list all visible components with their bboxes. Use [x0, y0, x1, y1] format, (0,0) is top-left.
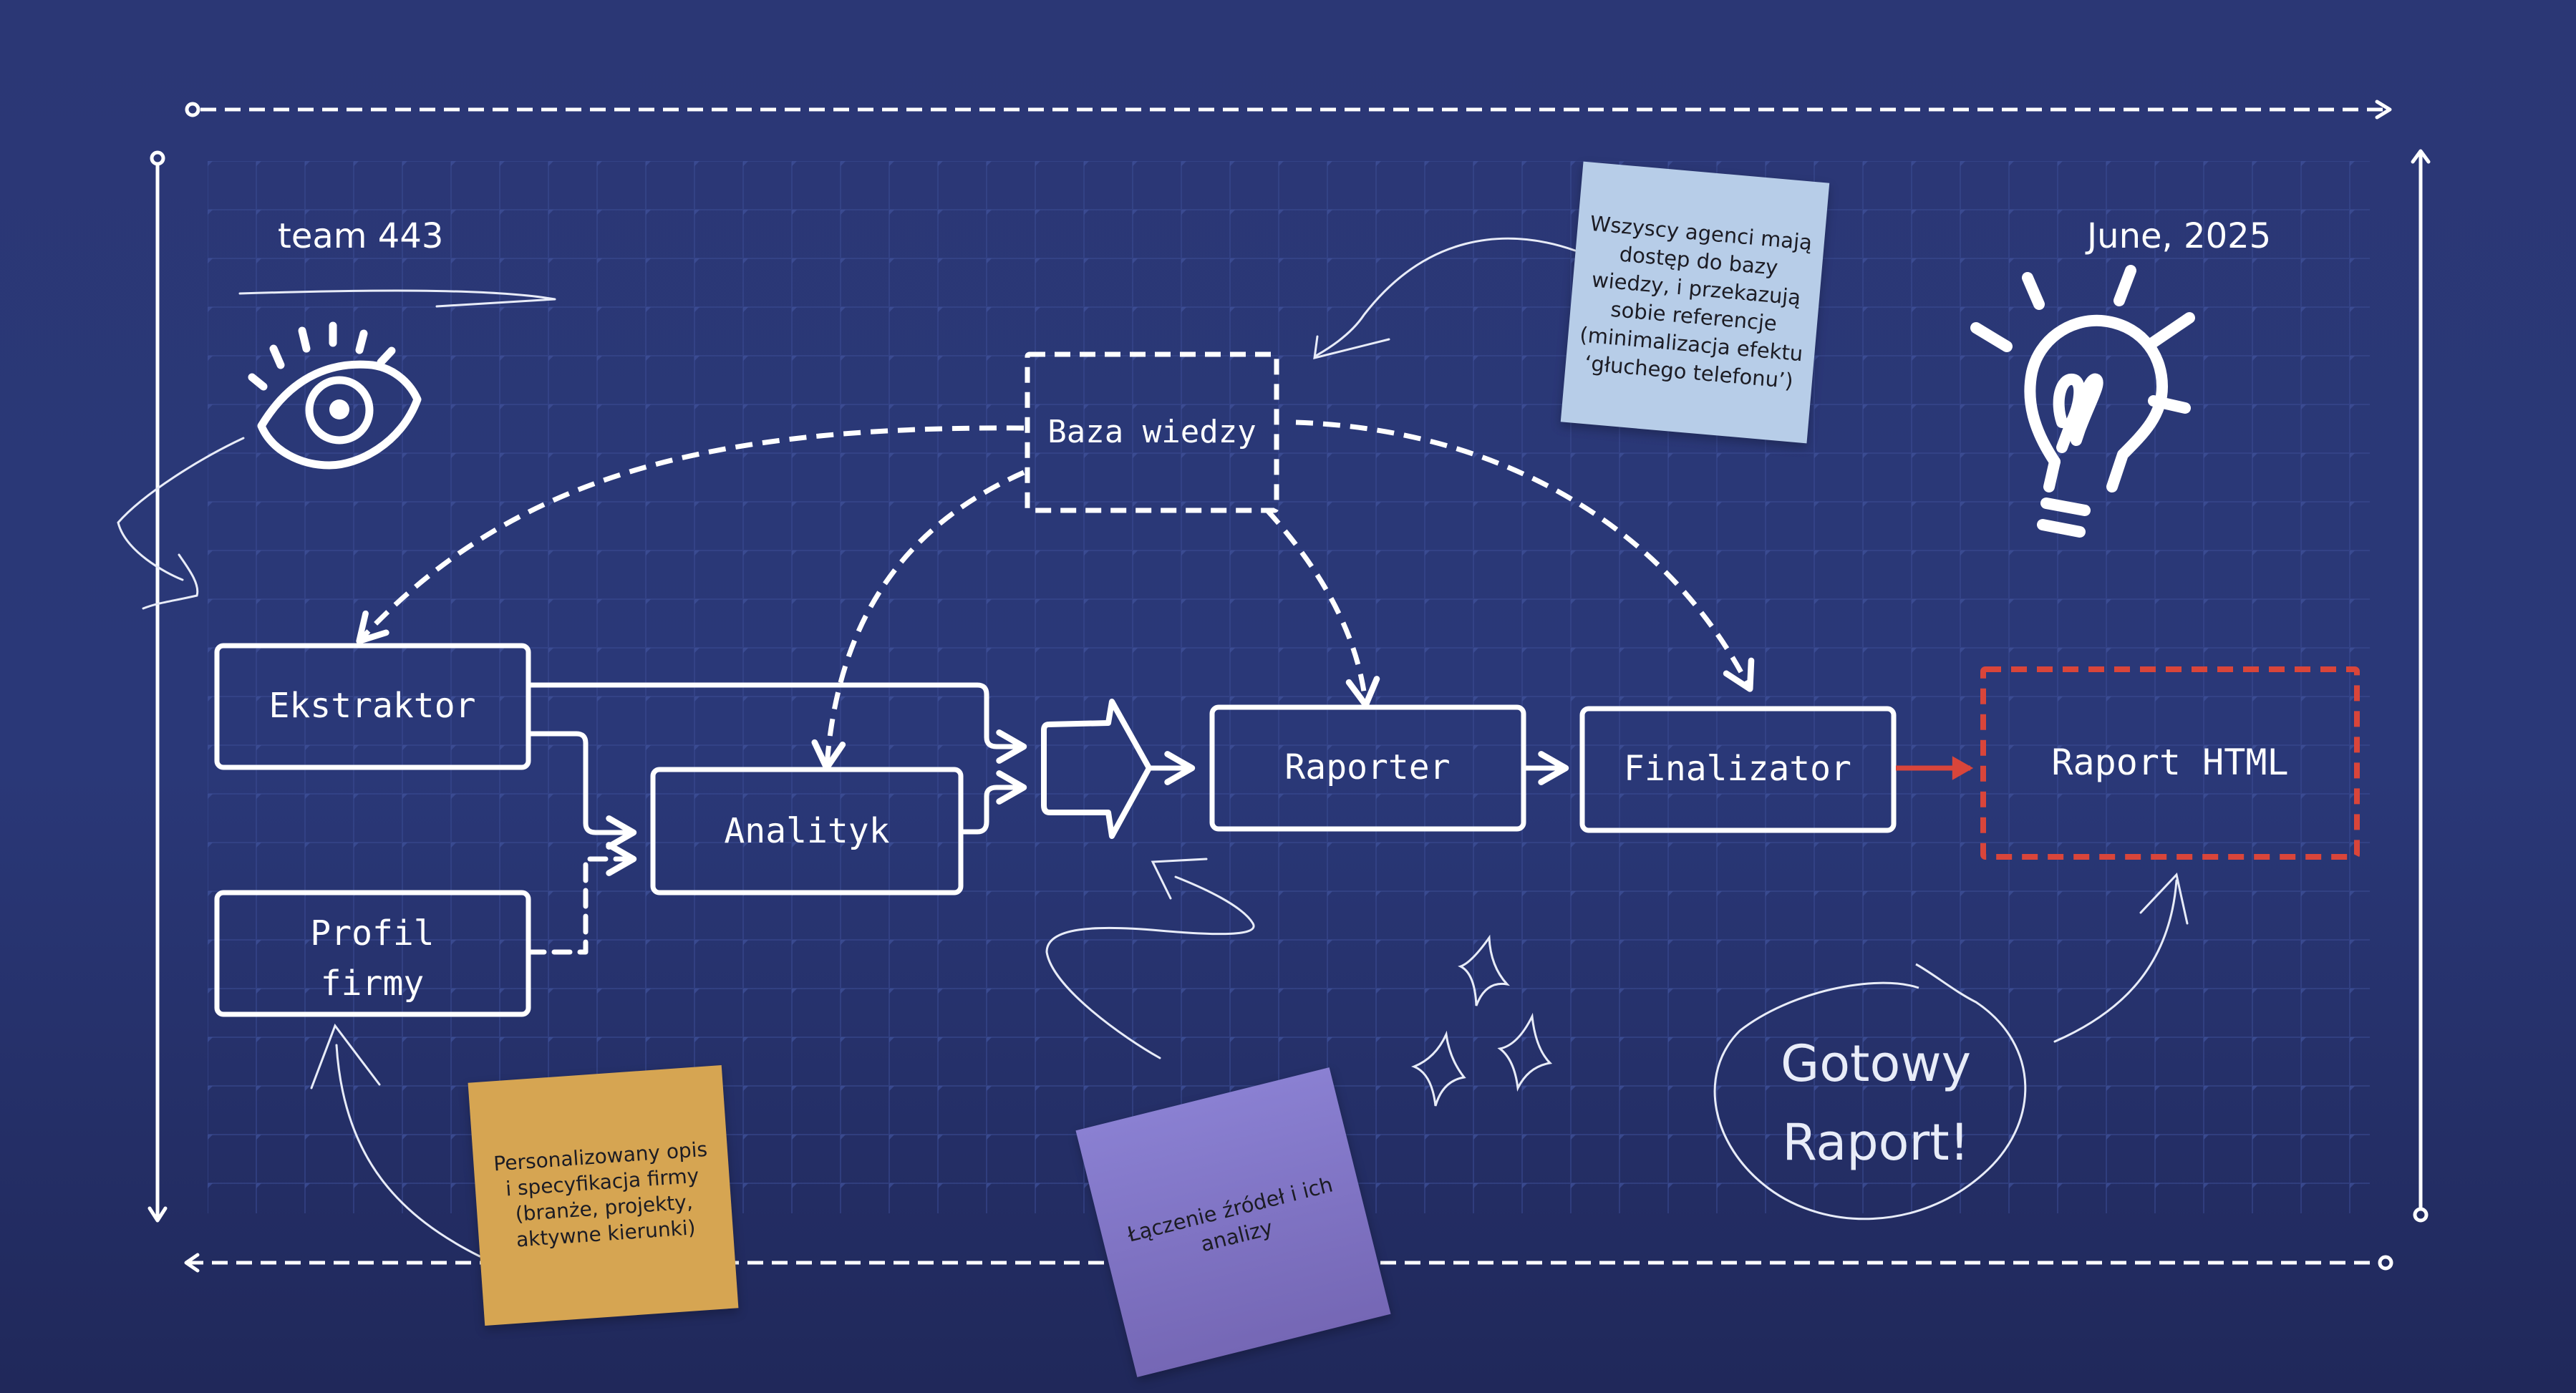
extractor-label: Ekstraktor	[269, 686, 476, 726]
team-label: team 443	[278, 216, 443, 256]
knowledge-base-sticky-note: Wszyscy agenci mają dostęp do bazy wiedz…	[1560, 161, 1830, 444]
knowledge-base-note-text: Wszyscy agenci mają dostęp do bazy wiedz…	[1579, 210, 1814, 393]
kb-to-reporter-connector	[1265, 508, 1380, 709]
company-profile-sticky-note: Personalizowany opis i specyfikacja firm…	[468, 1065, 739, 1326]
sparkles-icon	[1410, 934, 1553, 1107]
extractor-node[interactable]: Ekstraktor	[214, 643, 531, 770]
callout-line2: Raport!	[1782, 1113, 1970, 1172]
kb-to-extractor-connector	[356, 425, 1025, 644]
extractor-to-merge-connector	[526, 682, 1027, 764]
eye-sketch-arrow	[117, 437, 245, 610]
reporter-label: Raporter	[1284, 747, 1450, 787]
callout-ellipse	[1713, 963, 2027, 1220]
callout-line1: Gotowy	[1781, 1034, 1971, 1093]
extractor-to-analyst-connector	[526, 731, 637, 850]
reporter-node[interactable]: Raporter	[1209, 704, 1526, 832]
profile-note-text: Personalizowany opis i specyfikacja firm…	[493, 1137, 709, 1252]
frame-left-dimension-line	[147, 150, 168, 1223]
html-report-node[interactable]: Raport HTML	[1980, 666, 2360, 860]
frame-right-dimension-line	[2411, 149, 2431, 1223]
analyst-to-merge-connector	[958, 770, 1027, 835]
html-report-label: Raport HTML	[2051, 742, 2288, 783]
note-sketch-arrow	[1313, 237, 1577, 359]
finalizer-label: Finalizator	[1624, 749, 1851, 789]
eye-icon	[248, 321, 422, 470]
lightbulb-icon	[1970, 265, 2195, 538]
analyst-node[interactable]: Analityk	[650, 767, 964, 896]
profile-sketch-arrow	[310, 1023, 481, 1258]
kb-to-analyst-connector	[811, 470, 1025, 772]
frame-top-dimension-line	[185, 100, 2392, 120]
callout-sketch-arrow	[2053, 872, 2189, 1043]
kb-to-finalizer-connector	[1295, 419, 1755, 692]
ready-report-callout: Gotowy Raport!	[1713, 963, 2027, 1220]
team-underline-swoosh	[238, 289, 556, 308]
profile-to-analyst-connector	[526, 842, 637, 955]
date-label: June, 2025	[2085, 216, 2271, 256]
company-profile-label-line1: Profil	[310, 913, 434, 953]
finalizer-node[interactable]: Finalizator	[1579, 706, 1897, 833]
merge-note-text: Łączenie źródeł i ich analizy	[1125, 1171, 1335, 1256]
knowledge-base-node[interactable]: Baza wiedzy	[1025, 351, 1279, 513]
company-profile-label-line2: firmy	[321, 964, 425, 1004]
merge-sketch-arrow	[1045, 858, 1255, 1059]
knowledge-base-label: Baza wiedzy	[1047, 414, 1256, 450]
merge-arrow-icon	[1041, 699, 1152, 839]
analyst-label: Analityk	[724, 811, 889, 851]
